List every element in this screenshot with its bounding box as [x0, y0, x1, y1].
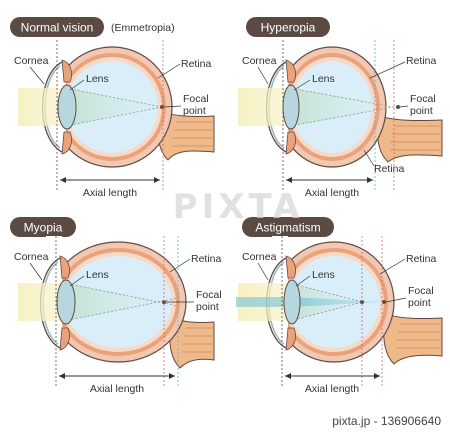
- panel-title: Normal vision: [21, 21, 94, 35]
- focal-label-line1: Focal: [408, 285, 434, 297]
- focal-label-line1: Focal: [183, 93, 209, 105]
- axial-length-label: Axial length: [90, 383, 144, 395]
- axial-length-label: Axial length: [83, 187, 137, 199]
- watermark: PIXTA: [173, 187, 304, 227]
- panel-title-pill: [246, 17, 330, 37]
- lens-label: Lens: [312, 269, 335, 281]
- panel-title: Astigmatism: [255, 221, 320, 235]
- axial-length-label: Axial length: [305, 187, 359, 199]
- focal-label-line2: point: [410, 105, 433, 117]
- focal-label-line1: Focal: [196, 289, 222, 301]
- focal-point: [396, 105, 400, 109]
- focal-point-second: [382, 300, 386, 304]
- panel-normal: Normal vision (Emmetropia): [10, 17, 215, 199]
- footer-credit: pixta.jp - 136906640: [332, 414, 441, 428]
- panel-title-pill: [10, 217, 76, 237]
- panel-astigmatism: Astigmatism Axial length Cornea: [236, 217, 443, 395]
- retina-label-lower: Retina: [374, 163, 405, 175]
- retina-label: Retina: [191, 253, 222, 265]
- panel-title-pill: [10, 17, 104, 37]
- panel-title-pill: [242, 217, 334, 237]
- retina-label: Retina: [181, 58, 212, 70]
- retina-label: Retina: [406, 253, 437, 265]
- astigmatic-beam-horizontal: [236, 297, 290, 307]
- lens: [283, 279, 301, 325]
- panel-hyperopia: Hyperopia Axial length Cornea Lens Re: [238, 17, 443, 199]
- lens: [56, 279, 76, 325]
- panel-subtitle: (Emmetropia): [111, 22, 175, 34]
- light-beam: [238, 88, 290, 126]
- cornea-label: Cornea: [14, 55, 49, 67]
- cornea-label: Cornea: [14, 251, 49, 263]
- panel-title: Hyperopia: [261, 21, 316, 35]
- focus-cone-second: [290, 297, 384, 307]
- optic-nerve: [169, 317, 215, 369]
- optic-nerve: [377, 115, 443, 163]
- focal-label-line1: Focal: [410, 93, 436, 105]
- focal-label-line2: point: [408, 297, 431, 309]
- axial-length-label: Axial length: [305, 383, 359, 395]
- retina-label: Retina: [406, 55, 437, 67]
- lens-label: Lens: [86, 73, 109, 85]
- cornea-label: Cornea: [242, 55, 277, 67]
- panel-title: Myopia: [24, 221, 63, 235]
- lens: [57, 84, 77, 130]
- focus-cone: [64, 283, 166, 321]
- cornea-label: Cornea: [242, 251, 277, 263]
- focus-cone: [290, 88, 376, 126]
- focal-label-line2: point: [196, 301, 219, 313]
- lens-label: Lens: [86, 269, 109, 281]
- focus-cone: [66, 88, 162, 126]
- focal-label-line2: point: [183, 105, 206, 117]
- optic-nerve: [383, 313, 443, 365]
- lens-label: Lens: [312, 73, 335, 85]
- lens: [282, 84, 300, 130]
- panel-myopia: Myopia Axial length Cornea Lens Retin: [10, 217, 222, 395]
